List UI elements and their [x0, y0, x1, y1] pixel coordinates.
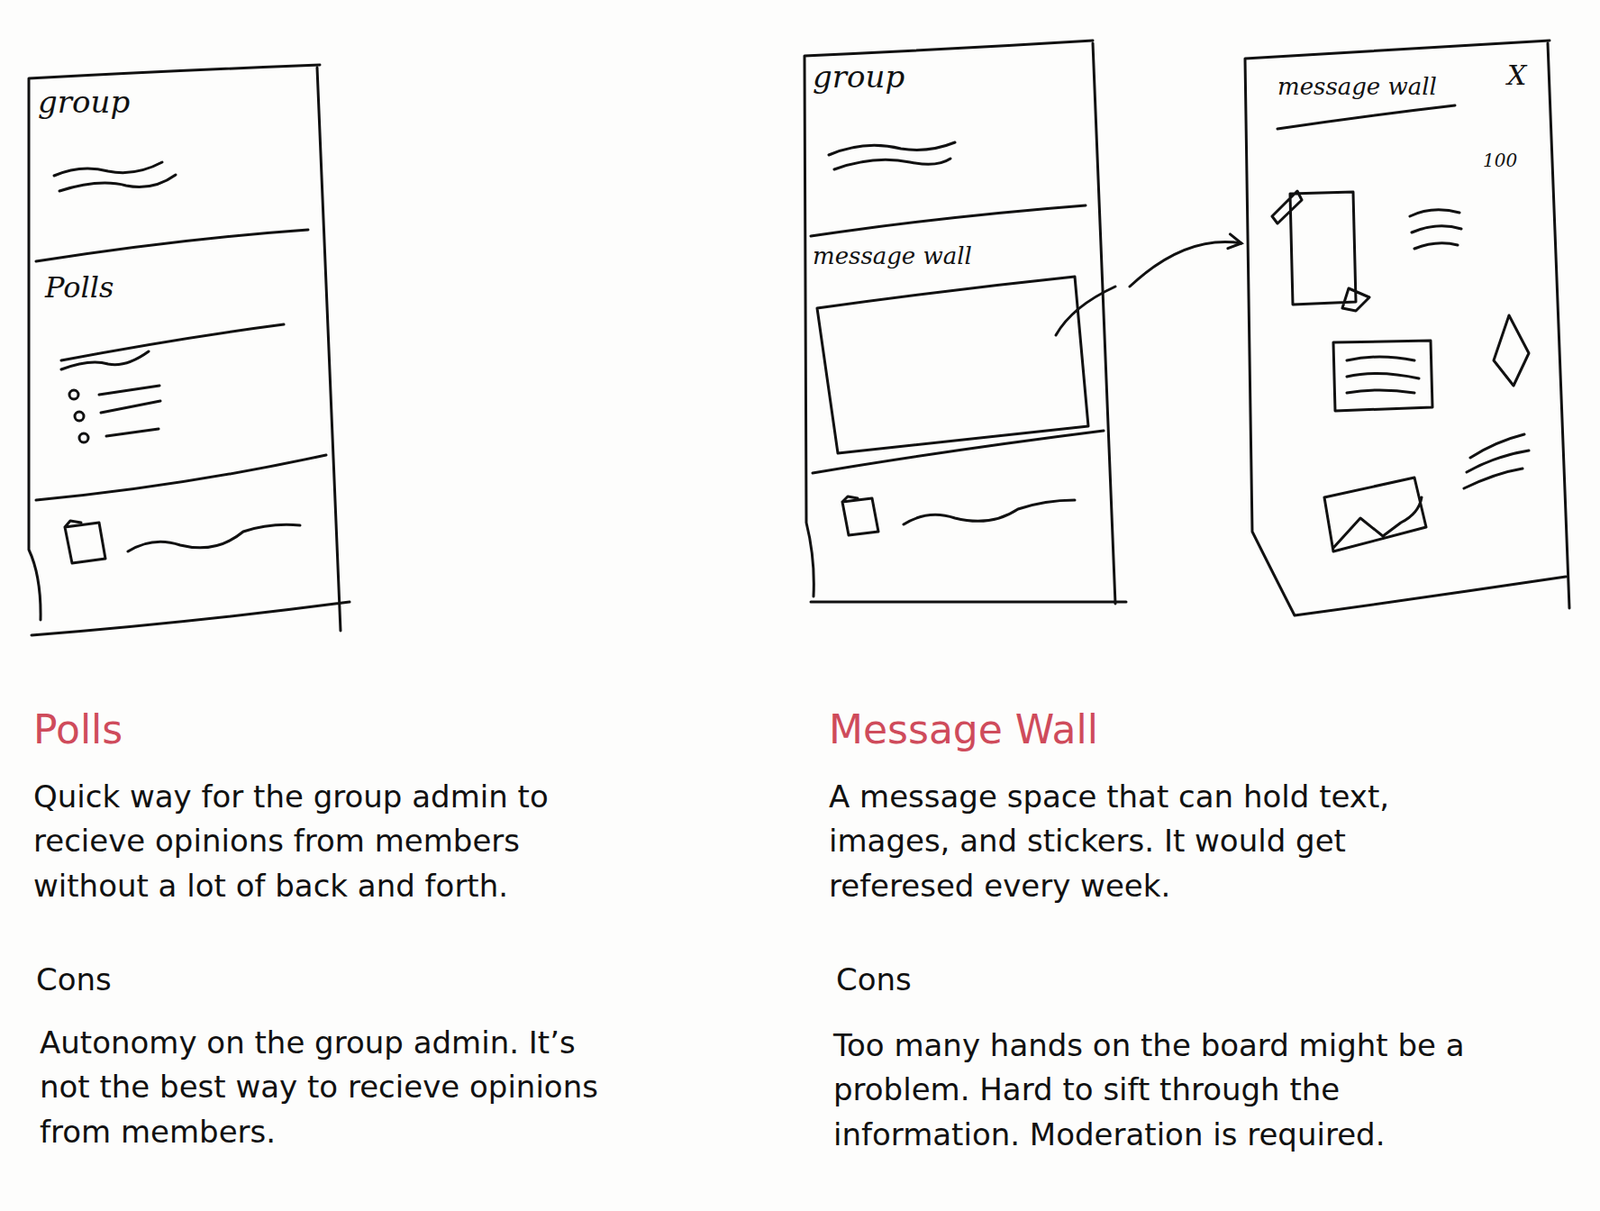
cons-heading: Cons [836, 957, 1197, 1002]
description-text: Too many hands on the board might be a p… [833, 1023, 1519, 1157]
section-heading: Polls [33, 700, 664, 759]
phone-screen-sketch: groupPolls [27, 63, 354, 640]
handwritten-text: group [37, 85, 130, 119]
handwritten-text: 100 [1482, 150, 1518, 171]
cons-heading: Cons [36, 957, 397, 1002]
description-text: Autonomy on the group admin. It’s not th… [39, 1020, 599, 1155]
message-wall-screen: message wall X 100 [1241, 37, 1573, 620]
description-text: Quick way for the group admin to recieve… [33, 774, 619, 909]
description-text: A message space that can hold text, imag… [828, 774, 1406, 909]
handwritten-text: group [812, 60, 905, 94]
curved-arrow [1129, 242, 1242, 287]
section-heading: Message Wall [828, 700, 1460, 759]
phone-screen-sketch: group message wall [801, 37, 1130, 608]
handwritten-text: message wall [812, 243, 973, 270]
handwritten-text: Polls [45, 272, 114, 304]
handwritten-text: message wall [1277, 73, 1437, 100]
handwritten-text: X [1507, 60, 1527, 91]
